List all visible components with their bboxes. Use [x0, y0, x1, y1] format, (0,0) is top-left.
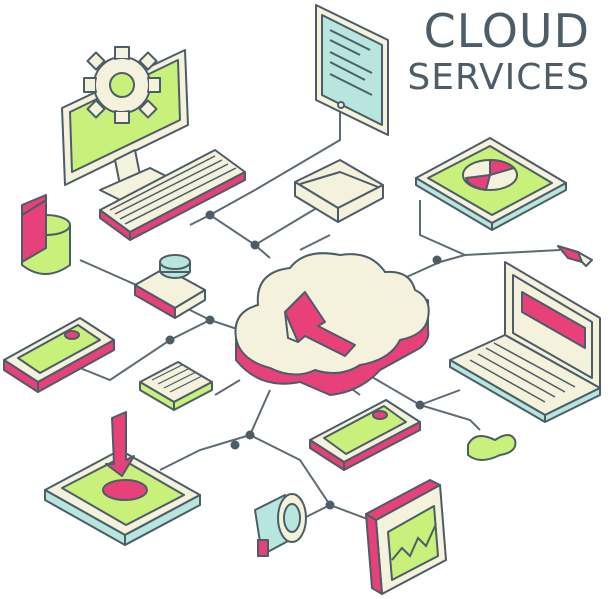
- megaphone-icon: [254, 493, 307, 557]
- page-title: CLOUD SERVICES: [407, 8, 590, 96]
- chat-bubble-icon: [139, 361, 213, 411]
- gear-icon: [83, 46, 161, 124]
- smartphone-right-icon: [309, 399, 421, 471]
- title-line-1: CLOUD: [423, 4, 590, 58]
- laptop-icon: [449, 261, 601, 423]
- title-line-2: SERVICES: [407, 57, 590, 98]
- cloud-upload-icon: [234, 252, 430, 396]
- camera-icon: [134, 254, 206, 319]
- document-icon: [315, 4, 389, 136]
- database-pie-icon: [21, 194, 71, 275]
- download-tablet-icon: [44, 411, 201, 546]
- keyboard-icon: [99, 149, 246, 241]
- connection-nodes: [165, 210, 442, 510]
- smartphone-icon: [3, 317, 115, 393]
- line-graph-panel-icon: [365, 479, 447, 595]
- pie-chart-tablet-icon: [415, 137, 567, 231]
- pen-icon: [557, 245, 593, 267]
- mouse-icon: [467, 434, 517, 461]
- envelope-icon: [294, 159, 384, 223]
